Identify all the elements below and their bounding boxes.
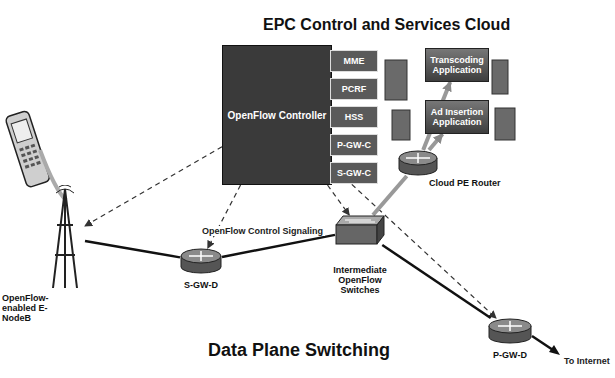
control-signal-line — [208, 185, 241, 248]
node-label: P-GW-C — [337, 140, 371, 150]
node-label: MME — [344, 56, 365, 66]
switch-icon — [335, 215, 385, 245]
radio-flow — [40, 150, 66, 200]
application-box: Ad Insertion Application — [425, 100, 489, 134]
switch-node: Intermediate OpenFlow Switches — [335, 215, 385, 245]
node-label: HSS — [345, 112, 364, 122]
router-icon — [488, 318, 532, 344]
router-node: S-GW-D — [180, 248, 222, 274]
data-path-line — [85, 241, 180, 257]
node-label: Transcoding Application — [429, 55, 485, 75]
function-box: S-GW-C — [330, 162, 378, 184]
node-label: Ad Insertion Application — [429, 107, 485, 127]
signal-label: OpenFlow Control Signaling — [200, 226, 325, 236]
node-label: PCRF — [342, 84, 367, 94]
control-signal-line — [332, 166, 496, 318]
application-box: Transcoding Application — [425, 48, 489, 82]
router-node: P-GW-D — [488, 318, 532, 344]
controller-box: OpenFlow Controller — [222, 45, 332, 185]
node-label: P-GW-D — [492, 350, 528, 360]
node-label: Intermediate OpenFlow Switches — [317, 265, 403, 295]
base-station-node: OpenFlow-enabled E-NodeB — [45, 185, 85, 290]
node-label: OpenFlow-enabled E-NodeB — [1, 293, 59, 323]
destination-label: To Internet — [562, 356, 612, 366]
node-label: EPC Control and Services Cloud — [263, 16, 510, 34]
tower-icon — [45, 185, 85, 290]
router-node: Cloud PE Router — [398, 150, 438, 176]
cloud-region: EPC Control and Services CloudOpenFlow C… — [225, 0, 615, 200]
node-label: OpenFlow Controller — [228, 110, 327, 121]
node-label: Cloud PE Router — [428, 178, 502, 188]
control-signal-line — [328, 185, 350, 215]
data-path-line — [222, 235, 335, 257]
internet-link — [532, 336, 560, 355]
service-flow-line — [373, 176, 407, 215]
node-label: S-GW-C — [337, 168, 371, 178]
node-label: Data Plane Switching — [208, 340, 390, 361]
function-box: HSS — [330, 106, 378, 128]
function-box: MME — [330, 50, 378, 72]
service-flow-line — [429, 134, 443, 150]
node-label: S-GW-D — [183, 280, 219, 290]
router-icon — [180, 248, 222, 274]
control-signal-line — [85, 147, 222, 226]
mobile-phone — [5, 110, 51, 188]
function-box: PCRF — [330, 78, 378, 100]
function-box: P-GW-C — [330, 134, 378, 156]
router-icon — [398, 150, 438, 176]
